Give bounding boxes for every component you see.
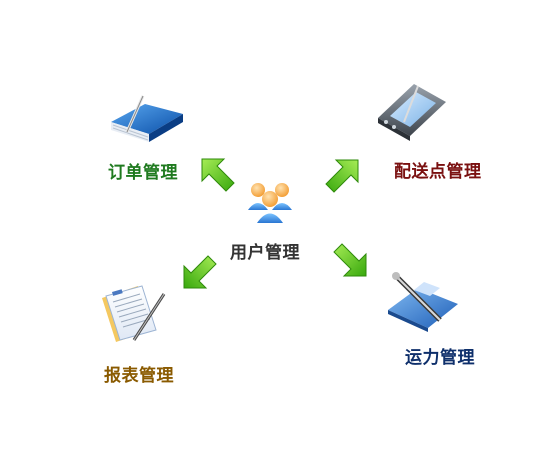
- arrow-to-delivery-icon: [325, 159, 359, 193]
- arrow-to-shipping-icon: [333, 243, 367, 277]
- delivery-label: 配送点管理: [394, 162, 482, 182]
- users-icon: [248, 183, 292, 223]
- orders-label: 订单管理: [108, 163, 178, 183]
- arrow-to-orders-icon: [201, 158, 235, 192]
- pda-icon: [378, 84, 446, 141]
- folder-pen-icon: [388, 272, 458, 332]
- center-label: 用户管理: [230, 243, 300, 263]
- arrow-to-reports-icon: [183, 255, 217, 289]
- book-icon: [111, 95, 183, 142]
- document-icon: [102, 285, 166, 342]
- shipping-label: 运力管理: [405, 348, 475, 368]
- reports-label: 报表管理: [104, 366, 174, 386]
